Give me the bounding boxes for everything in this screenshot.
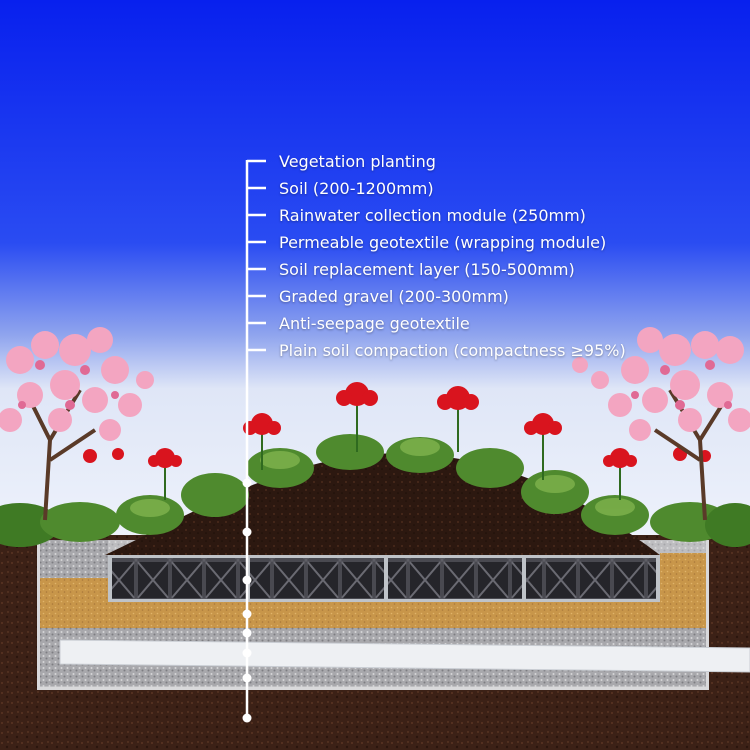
marker-dot-module [242, 527, 252, 537]
label-rainwater-module: Rainwater collection module (250mm) [279, 206, 586, 225]
marker-dot-geotextile [242, 575, 252, 585]
rainwater-module [526, 558, 656, 599]
red-flowers [83, 382, 711, 500]
gravel-edge [40, 540, 108, 578]
marker-dot-soil-replacement [242, 609, 252, 619]
label-soil: Soil (200-1200mm) [279, 179, 434, 198]
label-vegetation-planting: Vegetation planting [279, 152, 436, 171]
leader-line [245, 159, 266, 718]
rainwater-module [250, 558, 384, 599]
blossom-tree-left [0, 327, 154, 521]
layer-marker-dots [242, 478, 252, 723]
rainwater-module [112, 558, 246, 599]
label-anti-seepage-geotextile: Anti-seepage geotextile [279, 314, 470, 333]
label-permeable-geotextile: Permeable geotextile (wrapping module) [279, 233, 607, 252]
drain-pipe [59, 639, 750, 673]
label-plain-soil-compaction: Plain soil compaction (compactness ≥95%) [279, 341, 626, 360]
marker-dot-gravel [242, 628, 252, 638]
marker-dot-soil [242, 478, 252, 488]
marker-dot-plain-soil [242, 673, 252, 683]
marker-dot-anti-seepage [242, 648, 252, 658]
rainwater-module [388, 558, 522, 599]
marker-dot-end [242, 713, 252, 723]
label-graded-gravel: Graded gravel (200-300mm) [279, 287, 509, 306]
label-soil-replacement: Soil replacement layer (150-500mm) [279, 260, 575, 279]
blossom-tree-right [572, 327, 750, 521]
